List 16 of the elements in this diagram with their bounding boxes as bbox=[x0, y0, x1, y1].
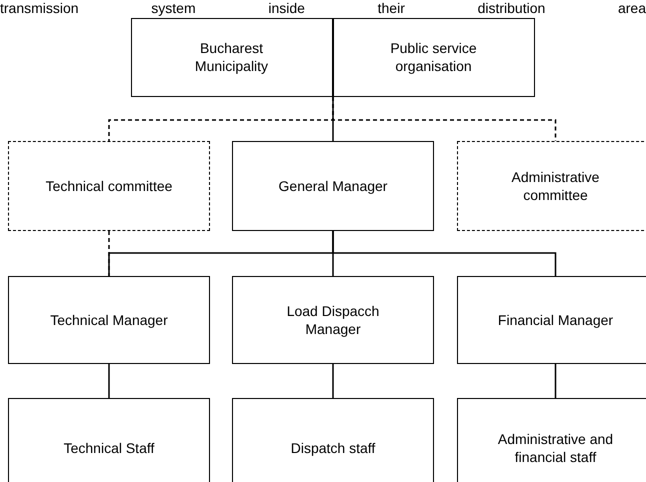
connector-line bbox=[108, 231, 110, 276]
org-box: Dispatch staff bbox=[232, 398, 434, 482]
connector-line bbox=[332, 364, 334, 398]
connector-line bbox=[108, 364, 110, 398]
org-box: Technical Manager bbox=[8, 276, 210, 364]
connector-line bbox=[554, 364, 556, 398]
committee-box: Administrative committee bbox=[457, 141, 646, 231]
connector-line bbox=[332, 231, 556, 276]
org-box: General Manager bbox=[232, 141, 434, 231]
committee-box: Technical committee bbox=[8, 141, 210, 231]
connector-line bbox=[332, 97, 556, 141]
body-text: transmission system inside their distribution area bbox=[0, 0, 646, 16]
org-box: Financial Manager bbox=[457, 276, 646, 364]
org-box: Load Dispacch Manager bbox=[232, 276, 434, 364]
org-box: Administrative and financial staff bbox=[457, 398, 646, 482]
org-box: Technical Staff bbox=[8, 398, 210, 482]
